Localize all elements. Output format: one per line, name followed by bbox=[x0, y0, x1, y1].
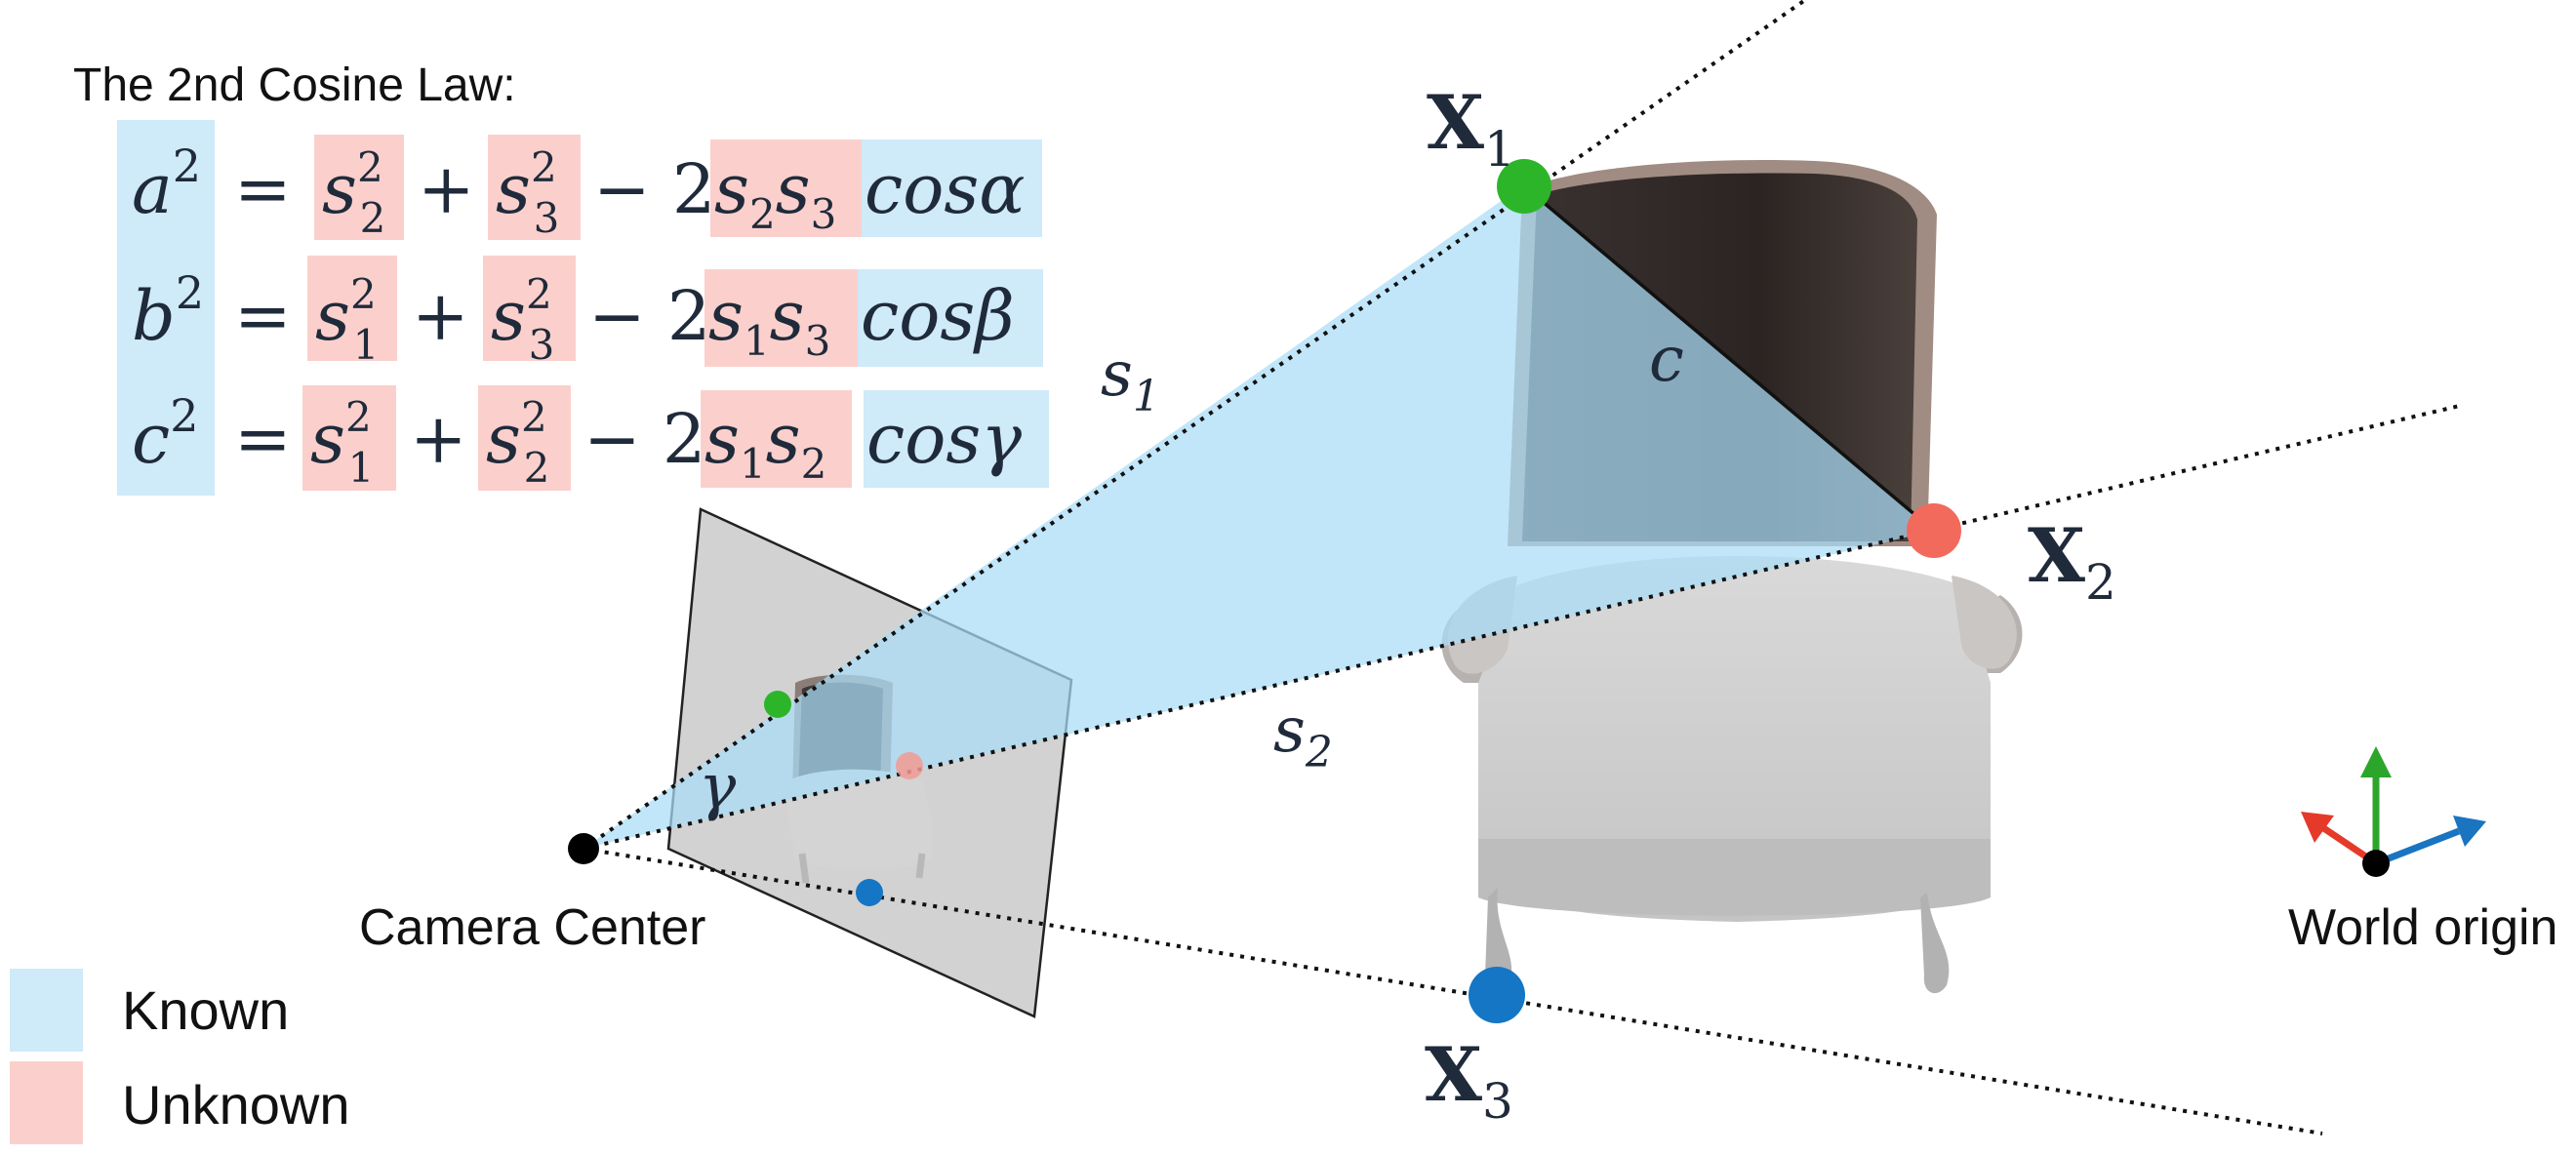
row3-t1-box bbox=[302, 385, 396, 491]
legend-unknown-swatch bbox=[10, 1061, 83, 1144]
c-label: c bbox=[1649, 324, 1684, 396]
row3-t2-box bbox=[478, 385, 571, 491]
legend-known-label: Known bbox=[122, 979, 289, 1041]
svg-text:+: + bbox=[412, 276, 469, 356]
row2-prod-box bbox=[704, 269, 858, 367]
edge-c bbox=[1521, 183, 1936, 533]
svg-text:s1s3: s1s3 bbox=[708, 276, 830, 365]
svg-text:s21: s21 bbox=[310, 393, 374, 492]
image-point-3 bbox=[856, 879, 883, 906]
x1-point bbox=[1497, 159, 1551, 214]
x1-label: X1 bbox=[1427, 79, 1515, 178]
row1-prod-box bbox=[710, 139, 862, 237]
svg-text:− 2: − 2 bbox=[588, 276, 710, 356]
svg-text:cosγ: cosγ bbox=[866, 399, 1022, 479]
row1-cos-box bbox=[862, 139, 1042, 237]
svg-text:s22: s22 bbox=[486, 393, 549, 492]
legend: Known Unknown bbox=[10, 969, 349, 1144]
svg-text:+: + bbox=[418, 149, 475, 229]
x3-point bbox=[1469, 967, 1525, 1023]
x2-point bbox=[1907, 503, 1961, 558]
legend-known-swatch bbox=[10, 969, 83, 1052]
equations-title: The 2nd Cosine Law: bbox=[73, 60, 516, 111]
svg-text:s2s3: s2s3 bbox=[714, 149, 836, 238]
camera-center-label: Camera Center bbox=[359, 899, 705, 956]
svg-text:b2: b2 bbox=[132, 266, 204, 356]
s2-label: s2 bbox=[1273, 695, 1333, 777]
svg-text:c2: c2 bbox=[132, 389, 199, 479]
camera-center-point bbox=[568, 833, 599, 864]
svg-text:s22: s22 bbox=[322, 143, 385, 242]
lhs-known-box bbox=[117, 120, 215, 496]
row2-cos-box bbox=[858, 269, 1043, 367]
row1-t1-box bbox=[314, 135, 404, 240]
equation-highlights bbox=[117, 120, 1049, 496]
svg-text:− 2: − 2 bbox=[593, 149, 715, 229]
x2-label: X2 bbox=[2028, 512, 2116, 611]
svg-text:s1s2: s1s2 bbox=[704, 399, 826, 488]
svg-text:a2: a2 bbox=[132, 139, 201, 229]
svg-text:s21: s21 bbox=[315, 270, 379, 369]
svg-text:=: = bbox=[234, 149, 292, 229]
legend-unknown-label: Unknown bbox=[122, 1074, 349, 1135]
row2-t2-box bbox=[483, 256, 576, 361]
row3-prod-box bbox=[701, 390, 852, 488]
image-point-2 bbox=[896, 752, 923, 779]
svg-text:=: = bbox=[234, 399, 292, 479]
svg-text:− 2: − 2 bbox=[584, 399, 705, 479]
svg-text:cosβ: cosβ bbox=[861, 276, 1015, 356]
world-origin-axes bbox=[2301, 746, 2486, 877]
image-point-1 bbox=[764, 691, 791, 718]
s1-label: s1 bbox=[1101, 339, 1160, 421]
svg-text:cosα: cosα bbox=[865, 149, 1026, 229]
svg-text:=: = bbox=[234, 276, 292, 356]
svg-text:s23: s23 bbox=[491, 270, 554, 369]
svg-text:+: + bbox=[410, 399, 467, 479]
gamma-label: γ bbox=[699, 751, 737, 823]
x3-label: X3 bbox=[1425, 1031, 1513, 1130]
known-angle-cone bbox=[584, 185, 1934, 849]
row2-t1-box bbox=[307, 256, 397, 361]
row1-t2-box bbox=[488, 135, 581, 240]
row3-cos-box bbox=[864, 390, 1049, 488]
svg-text:s23: s23 bbox=[496, 143, 559, 242]
world-origin-label: World origin bbox=[2288, 899, 2557, 956]
